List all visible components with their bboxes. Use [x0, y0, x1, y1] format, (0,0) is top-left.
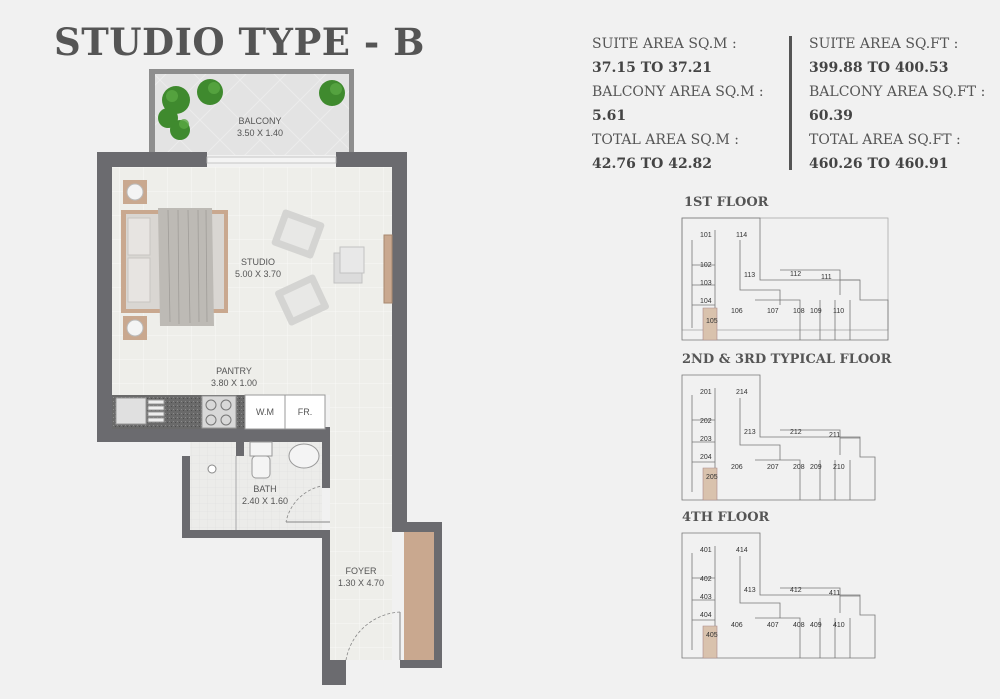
unit-label: 409	[810, 622, 822, 629]
key-plan-title-2: 2ND & 3RD TYPICAL FLOOR	[682, 352, 892, 367]
unit-label-highlight: 405	[706, 632, 718, 639]
walls	[97, 152, 442, 685]
unit-label: 414	[736, 547, 748, 554]
unit-label: 107	[767, 308, 779, 315]
fridge-label: FR.	[297, 407, 313, 417]
unit-label: 102	[700, 262, 712, 269]
unit-label: 404	[700, 612, 712, 619]
unit-label: 202	[700, 418, 712, 425]
unit-label: 410	[833, 622, 845, 629]
unit-label: 110	[833, 308, 845, 315]
unit-label: 109	[810, 308, 822, 315]
unit-label: 208	[793, 464, 805, 471]
floor-plan	[97, 69, 442, 685]
unit-label: 108	[793, 308, 805, 315]
unit-label: 111	[821, 274, 832, 281]
unit-label-highlight: 205	[706, 474, 718, 481]
unit-label: 112	[790, 271, 802, 278]
unit-label: 201	[700, 389, 712, 396]
unit-label: 401	[700, 547, 712, 554]
unit-label: 203	[700, 436, 712, 443]
room-label-balcony: BALCONY 3.50 X 1.40	[236, 116, 284, 138]
room-label-bath: BATH 2.40 X 1.60	[241, 484, 289, 506]
unit-label: 204	[700, 454, 712, 461]
unit-label: 106	[731, 308, 743, 315]
unit-label: 403	[700, 594, 712, 601]
unit-label: 406	[731, 622, 743, 629]
key-plan-title-3: 4TH FLOOR	[682, 510, 770, 525]
unit-label: 214	[736, 389, 748, 396]
unit-label: 113	[744, 272, 756, 279]
room-label-foyer: FOYER 1.30 X 4.70	[337, 566, 385, 588]
unit-label: 413	[744, 587, 756, 594]
unit-label: 207	[767, 464, 779, 471]
unit-label: 212	[790, 429, 802, 436]
unit-label: 412	[790, 587, 802, 594]
unit-label: 411	[829, 590, 841, 597]
key-plan-title-1: 1ST FLOOR	[684, 195, 769, 210]
unit-label: 407	[767, 622, 779, 629]
divider	[789, 36, 792, 170]
unit-label: 211	[829, 432, 841, 439]
unit-label: 103	[700, 280, 712, 287]
room-label-studio: STUDIO 5.00 X 3.70	[234, 257, 282, 279]
unit-label: 213	[744, 429, 756, 436]
unit-label: 104	[700, 298, 712, 305]
unit-label: 408	[793, 622, 805, 629]
unit-label: 101	[700, 232, 712, 239]
unit-label: 402	[700, 576, 712, 583]
unit-label: 114	[736, 232, 748, 239]
armchair-icon	[271, 209, 329, 326]
area-imperial: SUITE AREA SQ.FT : 399.88 TO 400.53 BALC…	[809, 36, 986, 172]
page-title: STUDIO TYPE - B	[54, 20, 425, 64]
unit-label: 210	[833, 464, 845, 471]
unit-label-highlight: 105	[706, 318, 718, 325]
key-plan-svg	[681, 217, 889, 659]
washing-machine-label: W.M	[256, 407, 274, 417]
balcony	[149, 69, 354, 155]
area-metric: SUITE AREA SQ.M : 37.15 TO 37.21 BALCONY…	[592, 36, 764, 172]
unit-label: 209	[810, 464, 822, 471]
room-label-pantry: PANTRY 3.80 X 1.00	[210, 366, 258, 388]
unit-label: 206	[731, 464, 743, 471]
